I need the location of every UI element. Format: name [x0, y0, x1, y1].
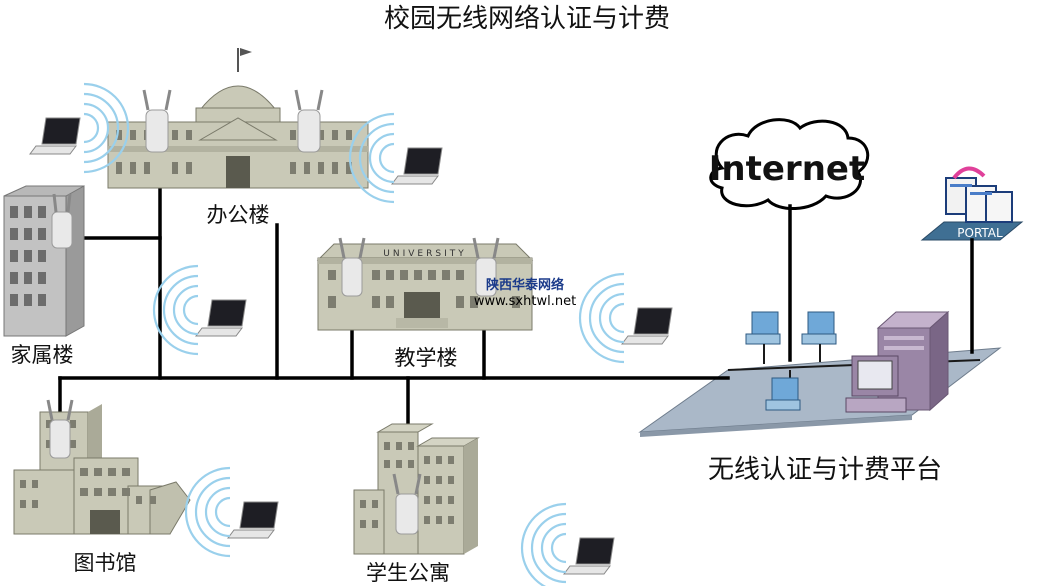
signal-wave-icon [83, 92, 120, 164]
platform-pc-2 [801, 311, 837, 362]
laptop-dorm [520, 502, 615, 586]
signal-wave-icon [378, 142, 395, 174]
university-sign: UNIVERSITY [383, 249, 466, 259]
laptop-office [348, 112, 443, 204]
internet-cloud: Internet [709, 118, 870, 211]
signal-wave-icon [608, 302, 625, 334]
signal-wave-icon [578, 272, 625, 364]
signal-wave-icon [550, 532, 567, 564]
watermark-line-1: 陕西华泰网络 [486, 277, 564, 293]
family-label: 家属楼 [11, 343, 74, 367]
portal-label: PORTAL [957, 226, 1003, 240]
office-building [107, 48, 369, 189]
platform-pc-1 [745, 311, 781, 364]
library-label: 图书馆 [74, 551, 137, 575]
teaching-building: UNIVERSITY [316, 237, 534, 331]
signal-wave-icon [83, 112, 100, 144]
signal-wave-icon [540, 522, 567, 574]
teaching-label: 教学楼 [395, 346, 458, 370]
signal-wave-icon [182, 294, 199, 326]
signal-wave-icon [162, 274, 199, 346]
signal-wave-icon [598, 292, 625, 344]
watermark-line-2: www.sxhtwl.net [474, 294, 576, 309]
laptop-family [29, 82, 130, 174]
signal-wave-icon [194, 476, 231, 548]
signal-wave-icon [520, 502, 567, 586]
portal-server: PORTAL [920, 166, 1024, 241]
signal-wave-icon [588, 282, 625, 354]
diagram-title: 校园无线网络认证与计费 [384, 4, 670, 34]
dorm-label: 学生公寓 [366, 561, 450, 585]
signal-wave-icon [530, 512, 567, 584]
laptop-teaching [578, 272, 673, 364]
signal-wave-icon [152, 264, 199, 356]
signal-wave-icon [83, 102, 110, 154]
signal-wave-icon [184, 466, 231, 558]
signal-wave-icon [83, 82, 130, 174]
signal-wave-icon [214, 496, 231, 528]
watermark: 陕西华泰网络 www.sxhtwl.net [474, 277, 576, 309]
signal-wave-icon [358, 122, 395, 194]
signal-wave-icon [348, 112, 395, 204]
internet-label: Internet [709, 149, 865, 189]
billing-server [845, 310, 950, 413]
platform-label: 无线认证与计费平台 [708, 455, 942, 485]
signal-wave-icon [368, 132, 395, 184]
family-building [3, 185, 85, 337]
library-building [13, 399, 191, 535]
signal-wave-icon [172, 284, 199, 336]
dorm-building [353, 423, 480, 555]
laptop-campus-west [152, 264, 247, 356]
platform-pc-3 [765, 377, 801, 411]
signal-wave-icon [204, 486, 231, 538]
laptop-library [184, 466, 279, 558]
office-label: 办公楼 [207, 203, 270, 227]
